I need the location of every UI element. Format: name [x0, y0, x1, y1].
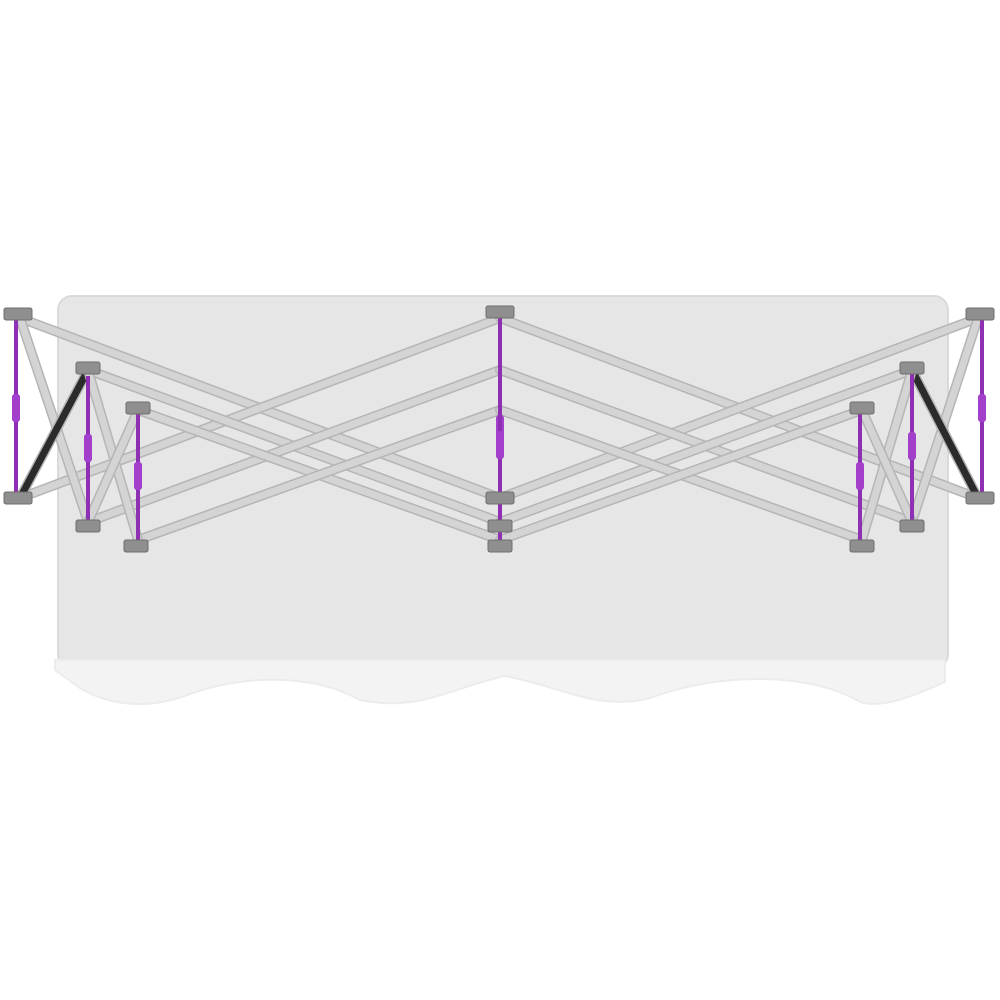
strut — [84, 366, 504, 526]
pole-grip — [84, 434, 92, 462]
hub — [849, 401, 875, 415]
hub — [849, 539, 875, 553]
strut — [858, 406, 916, 526]
strut — [496, 314, 982, 502]
strut — [496, 406, 866, 544]
hub — [487, 519, 513, 533]
hub — [487, 539, 513, 553]
hub — [965, 307, 995, 321]
hub — [899, 519, 925, 533]
frame-struts — [15, 313, 983, 545]
hub — [965, 491, 995, 505]
strut — [16, 366, 92, 502]
pole-grip — [134, 462, 142, 490]
pole-grip — [908, 432, 916, 460]
frame-hubs — [3, 305, 995, 553]
hub — [125, 401, 151, 415]
strut — [908, 366, 982, 502]
hub — [3, 307, 33, 321]
hub — [75, 361, 101, 375]
hub — [485, 305, 515, 319]
strut — [134, 406, 504, 544]
pole-grip — [856, 462, 864, 490]
strut — [496, 366, 916, 526]
hub — [123, 539, 149, 553]
hub — [3, 491, 33, 505]
strut — [16, 314, 92, 526]
pole-grip — [496, 431, 504, 459]
hub — [899, 361, 925, 375]
pole-grip — [12, 394, 20, 422]
pole-grip — [978, 394, 986, 422]
strut — [16, 314, 504, 502]
strut — [84, 406, 142, 526]
hub — [75, 519, 101, 533]
strut — [908, 314, 982, 526]
hub — [485, 491, 515, 505]
tablecloth-drape — [54, 659, 946, 705]
